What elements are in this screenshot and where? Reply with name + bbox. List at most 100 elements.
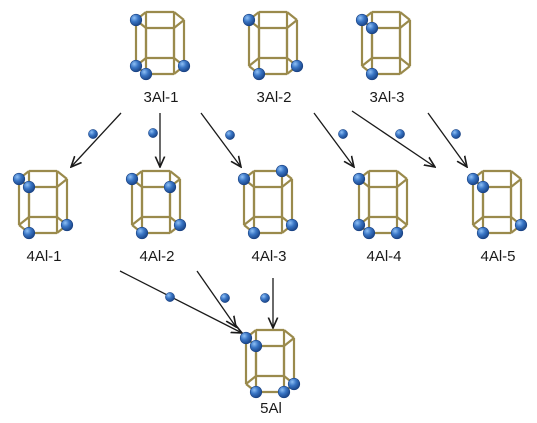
al-atom-icon	[252, 67, 266, 81]
al-atom-icon	[177, 59, 191, 73]
arrow-3al-1-to-4al-3	[200, 112, 241, 167]
cage-edge	[248, 57, 260, 67]
cage-edge	[131, 216, 143, 226]
arrow-line	[196, 270, 236, 327]
al-atom-icon	[476, 226, 490, 240]
al-atom-icon	[365, 67, 379, 81]
incoming-al-atom-icon	[338, 129, 348, 139]
cage-4al-3	[237, 164, 299, 240]
al-atom-icon	[287, 377, 301, 391]
cage-edge	[245, 375, 257, 385]
incoming-al-atom-icon	[148, 128, 158, 138]
label-3al-3: 3Al-3	[369, 89, 404, 106]
cage-edge	[399, 65, 411, 75]
al-atom-icon	[237, 172, 251, 186]
arrow-line	[200, 112, 241, 167]
cage-edge	[396, 216, 408, 226]
cage-4al-4	[352, 169, 409, 240]
al-atom-icon	[239, 331, 253, 345]
al-atom-icon	[129, 13, 143, 27]
cage-4al-2	[125, 169, 187, 240]
label-5al: 5Al	[260, 400, 282, 417]
cage-edge	[510, 170, 522, 180]
arrow-4al-2-to-5al	[196, 270, 236, 327]
cage-edge	[243, 216, 255, 226]
incoming-al-atom-icon	[88, 129, 98, 139]
incoming-al-atom-icon	[395, 129, 405, 139]
al-atom-icon	[12, 172, 26, 186]
cage-edge	[396, 170, 408, 180]
label-4al-3: 4Al-3	[251, 248, 286, 265]
cage-edge	[510, 178, 522, 188]
al-atom-icon	[163, 180, 177, 194]
al-atom-icon	[135, 226, 149, 240]
cage-edge	[173, 19, 185, 29]
al-atom-icon	[139, 67, 153, 81]
cage-edge	[399, 57, 411, 67]
arrow-3al-3-to-4al-5	[427, 112, 467, 167]
arrow-line	[71, 112, 122, 167]
al-atom-icon	[290, 59, 304, 73]
cage-4al-1	[12, 169, 74, 240]
al-atom-icon	[362, 226, 376, 240]
cage-edge	[169, 170, 181, 180]
cage-edge	[173, 11, 185, 21]
cage-edge	[18, 216, 30, 226]
al-atom-icon	[173, 218, 187, 232]
al-atom-icon	[22, 226, 36, 240]
label-4al-5: 4Al-5	[480, 248, 515, 265]
al-atom-icon	[277, 385, 291, 399]
al-atom-icon	[352, 218, 366, 232]
cage-edge	[283, 337, 295, 347]
arrow-4al-1-to-5al	[119, 270, 242, 333]
cage-edge	[281, 178, 293, 188]
arrow-3al-1-to-4al-2	[148, 113, 160, 167]
arrow-line	[119, 270, 242, 333]
label-4al-2: 4Al-2	[139, 248, 174, 265]
cage-edge	[286, 19, 298, 29]
incoming-al-atom-icon	[220, 293, 230, 303]
cage-edge	[399, 11, 411, 21]
incoming-al-atom-icon	[225, 130, 235, 140]
label-3al-1: 3Al-1	[143, 89, 178, 106]
al-atom-icon	[476, 180, 490, 194]
cage-3al-3	[355, 10, 412, 81]
arrow-line	[427, 112, 467, 167]
cage-edge	[472, 216, 484, 226]
cage-edge	[56, 170, 68, 180]
arrow-3al-2-to-4al-5	[351, 110, 435, 167]
al-atom-icon	[129, 59, 143, 73]
cage-edge	[396, 178, 408, 188]
al-atom-icon	[365, 21, 379, 35]
al-atom-icon	[285, 218, 299, 232]
arrows-layer	[71, 110, 467, 333]
al-atom-icon	[22, 180, 36, 194]
arrow-line	[313, 112, 354, 167]
cage-edge	[361, 57, 373, 67]
cages-layer	[12, 10, 528, 399]
cage-3al-2	[242, 10, 304, 81]
label-3al-2: 3Al-2	[256, 89, 291, 106]
cage-3al-1	[129, 10, 191, 81]
al-atom-icon	[247, 226, 261, 240]
al-atom-icon	[249, 385, 263, 399]
al-atom-icon	[242, 13, 256, 27]
al-atom-icon	[352, 172, 366, 186]
label-4al-1: 4Al-1	[26, 248, 61, 265]
arrow-4al-3-to-5al	[260, 278, 273, 328]
incoming-al-atom-icon	[260, 293, 270, 303]
al-atom-icon	[390, 226, 404, 240]
arrow-3al-2-to-4al-4	[313, 112, 354, 167]
al-atom-icon	[355, 13, 369, 27]
cage-edge	[56, 178, 68, 188]
arrow-line	[351, 110, 435, 167]
cage-edge	[286, 11, 298, 21]
al-atom-icon	[275, 164, 289, 178]
incoming-al-atom-icon	[451, 129, 461, 139]
cage-5al	[239, 328, 301, 399]
al-atom-icon	[249, 339, 263, 353]
al-atom-icon	[60, 218, 74, 232]
al-atom-icon	[466, 172, 480, 186]
incoming-al-atom-icon	[165, 292, 175, 302]
